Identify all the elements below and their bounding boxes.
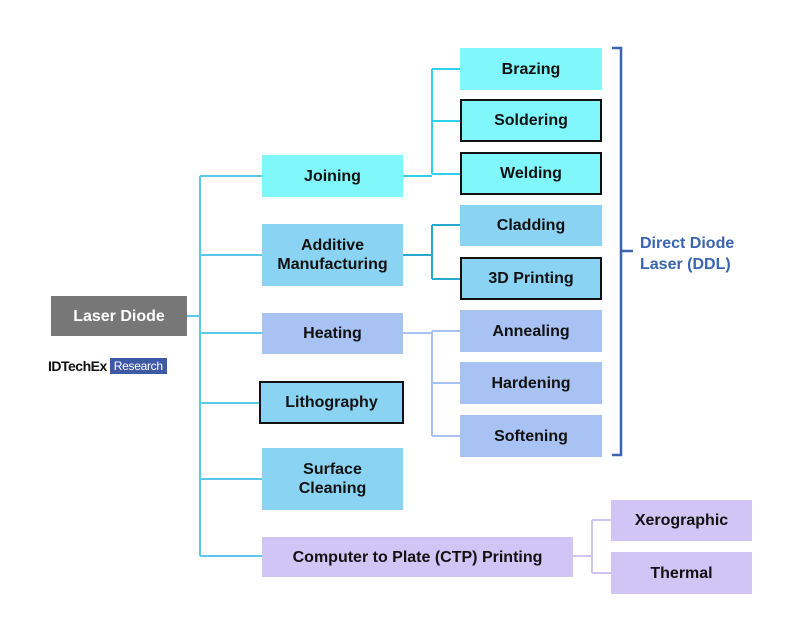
ctp-printing-node: Computer to Plate (CTP) Printing bbox=[262, 537, 573, 577]
ddl-bracket bbox=[612, 46, 633, 457]
idtechex-logo: IDTechEx Research bbox=[48, 356, 167, 375]
hardening-node: Hardening bbox=[460, 362, 602, 404]
annealing-node: Annealing bbox=[460, 310, 602, 352]
logo-research: Research bbox=[109, 357, 167, 374]
joining-connectors bbox=[403, 68, 460, 177]
surface-cleaning-node: Surface Cleaning bbox=[262, 448, 403, 510]
softening-node: Softening bbox=[460, 415, 602, 457]
brazing-node: Brazing bbox=[460, 48, 602, 90]
xerographic-node: Xerographic bbox=[611, 500, 752, 541]
ctp-connectors bbox=[573, 519, 611, 574]
heating-connectors bbox=[403, 330, 460, 437]
welding-node: Welding bbox=[460, 152, 602, 195]
thermal-node: Thermal bbox=[611, 552, 752, 594]
heating-node: Heating bbox=[262, 313, 403, 354]
direct-diode-laser-label: Direct Diode Laser (DDL) bbox=[640, 235, 735, 273]
lithography-node: Lithography bbox=[259, 381, 404, 424]
additive-manufacturing-node: Additive Manufacturing bbox=[262, 224, 403, 286]
joining-node: Joining bbox=[262, 155, 403, 197]
additive-connectors bbox=[403, 224, 460, 280]
soldering-node: Soldering bbox=[460, 99, 602, 142]
3d-printing-node: 3D Printing bbox=[460, 257, 602, 300]
logo-brand: IDTechEx bbox=[48, 357, 107, 374]
root-connectors bbox=[187, 175, 262, 557]
laser-diode-node: Laser Diode bbox=[51, 296, 187, 336]
cladding-node: Cladding bbox=[460, 205, 602, 246]
